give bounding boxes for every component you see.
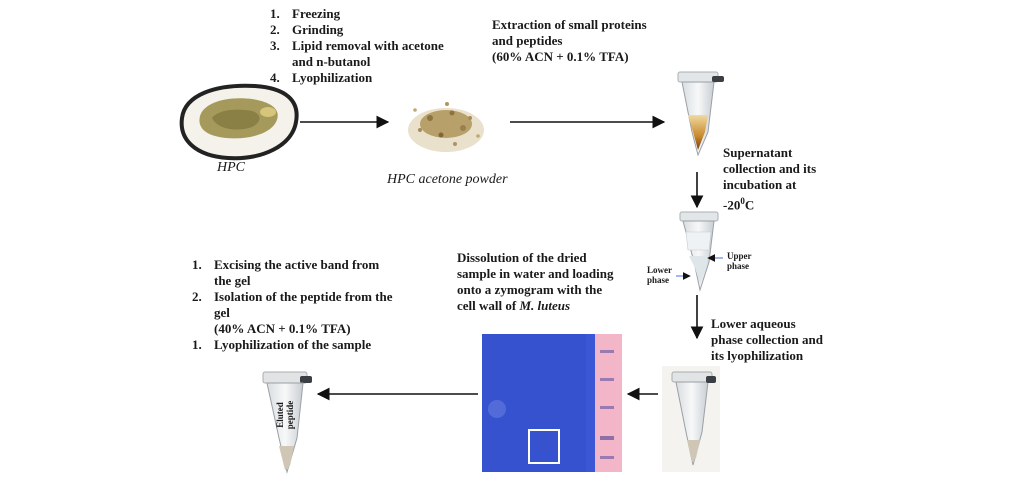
supernatant-caption: Supernatant collection and its incubatio… <box>723 145 817 213</box>
active-band-box <box>528 429 560 464</box>
phase-separation-tube-image <box>679 211 719 292</box>
lyophilized-tube-image <box>662 366 720 472</box>
extraction-caption: Extraction of small proteins and peptide… <box>492 17 647 64</box>
prep-step: 4.Lyophilization <box>270 70 373 85</box>
upper-phase-label: Upper phase <box>727 251 752 271</box>
eluted-peptide-tube-image <box>262 371 312 474</box>
dissolution-caption: Dissolution of the dried sample in water… <box>457 250 614 313</box>
incubation-temperature: -200C <box>723 196 755 213</box>
preparation-steps-list: 1.Freezing 2.Grinding 3.Lipid removal wi… <box>270 6 444 86</box>
isolation-step: 1.Excising the active band from <box>192 257 380 272</box>
isolation-step: the gel <box>214 273 251 288</box>
isolation-step: gel <box>214 305 230 320</box>
prep-step: and n-butanol <box>292 54 371 69</box>
eluted-peptide-label: Eluted peptide <box>275 400 295 430</box>
prep-step: 2.Grinding <box>270 22 344 37</box>
acetone-powder-image <box>408 102 484 152</box>
isolation-step: 2.Isolation of the peptide from the <box>192 289 393 304</box>
hpc-tissue-image <box>179 83 299 161</box>
isolation-step: 1.Lyophilization of the sample <box>192 337 372 352</box>
zymogram-gel-image <box>482 334 622 472</box>
prep-step: 1.Freezing <box>270 6 341 21</box>
isolation-steps-list: 1.Excising the active band from the gel … <box>192 257 393 353</box>
lower-phase-label: Lower phase <box>647 265 672 285</box>
powder-label: HPC acetone powder <box>387 172 508 187</box>
prep-step: 3.Lipid removal with acetone <box>270 38 444 53</box>
isolation-step: (40% ACN + 0.1% TFA) <box>214 321 351 336</box>
hpc-label: HPC <box>217 160 245 175</box>
extraction-tube-image <box>677 71 724 157</box>
lower-aqueous-caption: Lower aqueous phase collection and its l… <box>711 316 823 363</box>
